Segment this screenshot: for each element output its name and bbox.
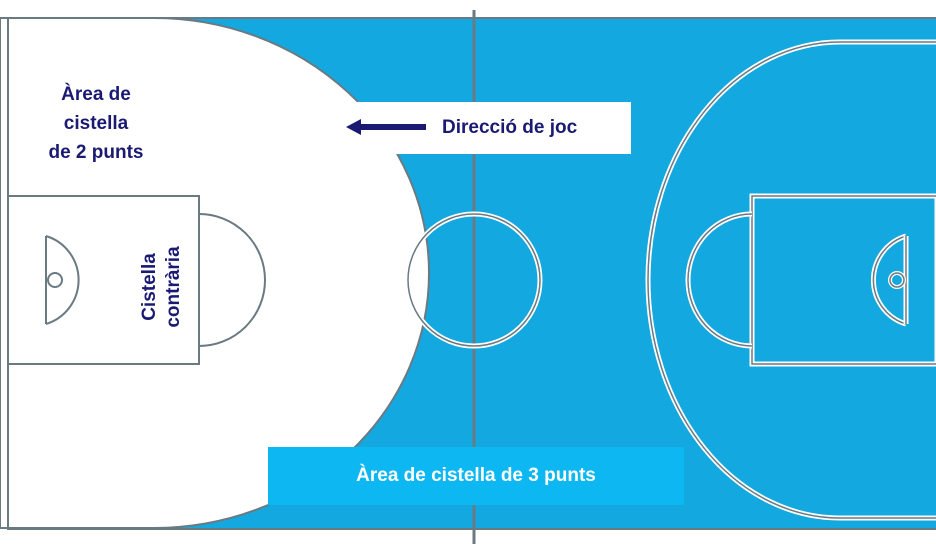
right-free-throw-arc-edge bbox=[687, 213, 753, 347]
left-rim bbox=[47, 272, 63, 288]
left-free-throw-arc bbox=[198, 213, 266, 347]
two-point-area-label-line: de 2 punts bbox=[48, 142, 144, 163]
right-three-point-arc-edge bbox=[647, 41, 936, 519]
two-point-area-label-line: cistella bbox=[63, 113, 129, 134]
arrow-left-icon bbox=[346, 119, 426, 135]
left-key bbox=[7, 195, 200, 365]
opponent-basket-label-line: contrària bbox=[163, 246, 184, 328]
direction-of-play-box: Direcció de joc bbox=[312, 102, 631, 154]
center-circle-edge bbox=[407, 213, 541, 347]
three-point-area-label: Àrea de cistella de 3 punts bbox=[268, 447, 684, 505]
right-restricted-arc-edge bbox=[872, 235, 907, 325]
left-restricted-arc bbox=[45, 235, 80, 325]
right-key-edge bbox=[751, 195, 936, 365]
direction-of-play-label: Direcció de joc bbox=[442, 117, 578, 138]
opponent-basket-label: Cistella contrària bbox=[134, 230, 190, 344]
two-point-area-label: Àrea de cistella de 2 punts bbox=[18, 80, 174, 167]
right-rim-edge bbox=[889, 272, 905, 288]
opponent-basket-label-line: Cistella bbox=[139, 253, 160, 321]
two-point-area-label-line: Àrea de bbox=[61, 84, 131, 105]
